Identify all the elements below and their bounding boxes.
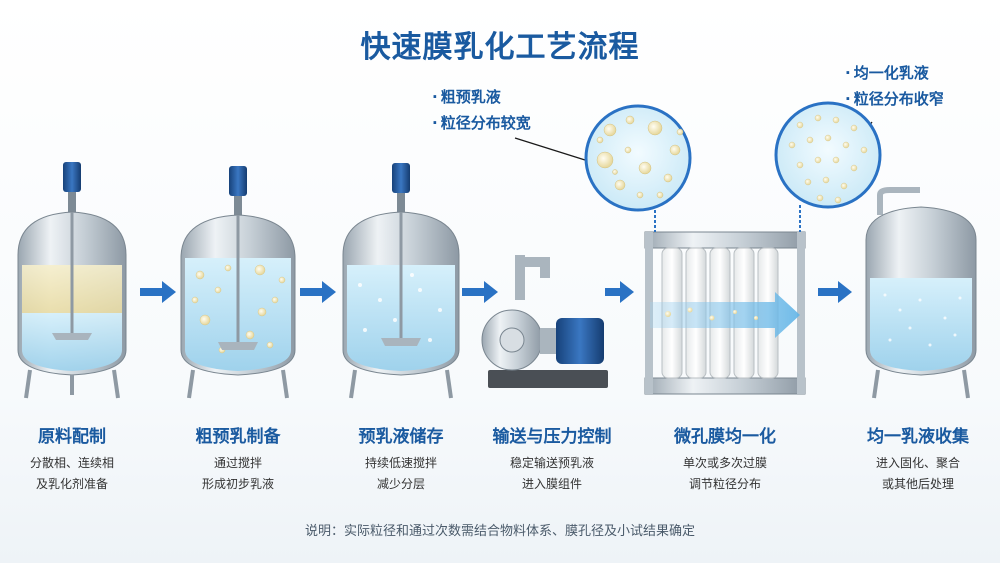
stage-desc-line: 及乳化剂准备: [35, 477, 108, 491]
flow-arrow-icon: [650, 292, 800, 338]
stage-desc-line: 形成初步乳液: [201, 477, 274, 491]
stage-desc-line: 稳定输送预乳液: [509, 456, 594, 470]
mixer-motor-icon: [392, 163, 410, 193]
stage-raw-material: 原料配制 分散相、连续相 及乳化剂准备: [0, 422, 152, 495]
stage-desc-line: 调节粒径分布: [688, 477, 761, 491]
callout-line: 粒径分布较宽: [440, 114, 531, 132]
stage-coarse-emulsion: 粗预乳制备 通过搅拌 形成初步乳液: [158, 422, 318, 495]
centrifugal-pump: [481, 255, 608, 388]
raw-material-tank: [17, 162, 127, 399]
membrane-module: [644, 231, 806, 395]
callout-line: 均一化乳液: [853, 64, 929, 82]
page-title: 快速膜乳化工艺流程: [360, 30, 640, 65]
coarse-droplet-magnifier: [514, 104, 692, 232]
stage-description: 稳定输送预乳液 进入膜组件: [472, 453, 632, 495]
stage-description: 持续低速搅拌 减少分层: [321, 453, 481, 495]
stage-title: 预乳液储存: [358, 427, 444, 447]
stage-description: 通过搅拌 形成初步乳液: [158, 453, 318, 495]
pump-motor-icon: [556, 318, 604, 364]
stage-desc-line: 通过搅拌: [213, 456, 262, 470]
callout-line: 粗预乳液: [440, 88, 501, 106]
stage-description: 进入固化、聚合 或其他后处理: [838, 453, 998, 495]
stage-desc-line: 进入固化、聚合: [875, 456, 960, 470]
callout-coarse-emulsion: ·粗预乳液 ·粒径分布较宽: [432, 88, 531, 132]
pre-emulsion-tank: [180, 166, 296, 399]
arrow-right-icon: [462, 281, 498, 303]
stage-desc-line: 持续低速搅拌: [364, 456, 437, 470]
arrow-right-icon: [140, 281, 176, 303]
stage-desc-line: 分散相、连续相: [29, 456, 114, 470]
uniform-droplet-magnifier: [774, 101, 882, 232]
stage-title: 输送与压力控制: [492, 427, 612, 447]
footnote: 说明：实际粒径和通过次数需结合物料体系、膜孔径及小试结果确定: [304, 524, 695, 539]
collection-tank: [865, 187, 977, 399]
process-arrows: [140, 281, 852, 303]
arrow-right-icon: [300, 281, 336, 303]
stage-description: 单次或多次过膜 调节粒径分布: [645, 453, 805, 495]
storage-tank: [342, 163, 460, 399]
stage-title: 均一乳液收集: [867, 427, 969, 447]
arrow-right-icon: [818, 281, 852, 303]
stage-title: 粗预乳制备: [195, 427, 281, 447]
mixer-motor-icon: [229, 166, 247, 196]
stage-desc-line: 进入膜组件: [521, 477, 582, 491]
stage-pump: 输送与压力控制 稳定输送预乳液 进入膜组件: [472, 422, 632, 495]
stage-desc-line: 减少分层: [376, 477, 425, 491]
stage-storage: 预乳液储存 持续低速搅拌 减少分层: [321, 422, 481, 495]
stage-title: 原料配制: [38, 427, 106, 447]
stage-desc-line: 单次或多次过膜: [682, 456, 767, 470]
stage-collection: 均一乳液收集 进入固化、聚合 或其他后处理: [838, 422, 998, 495]
callout-uniform-emulsion: ·均一化乳液 ·粒径分布收窄: [845, 64, 944, 108]
stage-description: 分散相、连续相 及乳化剂准备: [0, 453, 152, 495]
stage-membrane: 微孔膜均一化 单次或多次过膜 调节粒径分布: [645, 422, 805, 495]
stage-title: 微孔膜均一化: [674, 427, 776, 447]
arrow-right-icon: [605, 281, 634, 303]
mixer-motor-icon: [63, 162, 81, 192]
stage-desc-line: 或其他后处理: [881, 477, 954, 491]
callout-line: 粒径分布收窄: [853, 90, 944, 108]
